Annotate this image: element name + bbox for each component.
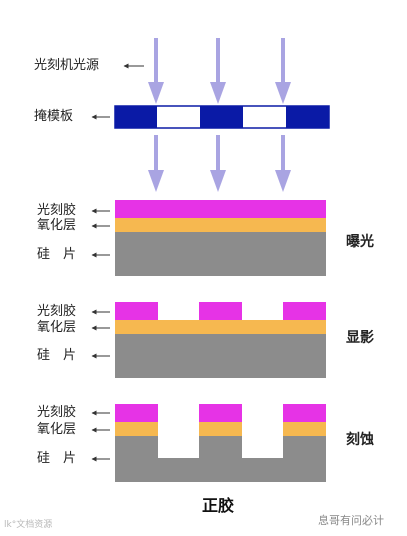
mask-opaque-segment: [200, 106, 243, 128]
silicon-etched-layer: [115, 436, 326, 482]
stack-etching: [115, 404, 326, 482]
label-silicon: 硅 片: [37, 348, 77, 363]
label-light-source: 光刻机光源: [34, 58, 100, 73]
photoresist-block: [115, 404, 158, 422]
photoresist-block: [283, 404, 326, 422]
diagram-title: 正胶: [202, 496, 235, 515]
watermark-right: 息哥有问必计: [318, 514, 384, 527]
mask-opaque-segment: [286, 106, 329, 128]
step-label-exposure: 曝光: [346, 234, 374, 250]
oxide-block: [199, 422, 242, 436]
step-label-development: 显影: [346, 330, 374, 346]
label-photoresist: 光刻胶: [37, 203, 77, 218]
light-ray-arrow: [210, 38, 226, 104]
photoresist-block: [283, 302, 326, 320]
silicon-layer: [115, 232, 326, 276]
oxide-layer: [115, 320, 326, 334]
photoresist-block: [115, 302, 158, 320]
light-ray-arrow: [148, 135, 164, 192]
photoresist-layer: [115, 200, 326, 218]
mask-plate: [114, 105, 330, 129]
stack-development: [115, 302, 326, 378]
label-oxide: 氧化层: [37, 218, 77, 233]
light-ray-arrow: [275, 135, 291, 192]
photoresist-block: [199, 404, 242, 422]
label-oxide: 氧化层: [37, 320, 77, 335]
oxide-block: [283, 422, 326, 436]
mask-opaque-segment: [115, 106, 157, 128]
light-rays-top: [148, 38, 291, 104]
light-ray-arrow: [275, 38, 291, 104]
label-pointers: [91, 63, 144, 462]
oxide-block: [115, 422, 158, 436]
step-label-etching: 刻蚀: [346, 432, 374, 448]
label-photoresist: 光刻胶: [37, 405, 77, 420]
label-oxide: 氧化层: [37, 422, 77, 437]
label-silicon: 硅 片: [37, 451, 77, 466]
light-ray-arrow: [210, 135, 226, 192]
label-mask: 掩模板: [34, 109, 74, 124]
stack-exposure: [115, 200, 326, 276]
light-rays-bottom: [148, 135, 291, 192]
oxide-layer: [115, 218, 326, 232]
light-ray-arrow: [148, 38, 164, 104]
label-silicon: 硅 片: [37, 247, 77, 262]
watermark-left: lk°文档资源: [4, 520, 53, 530]
photoresist-block: [199, 302, 242, 320]
label-photoresist: 光刻胶: [37, 304, 77, 319]
silicon-layer: [115, 334, 326, 378]
